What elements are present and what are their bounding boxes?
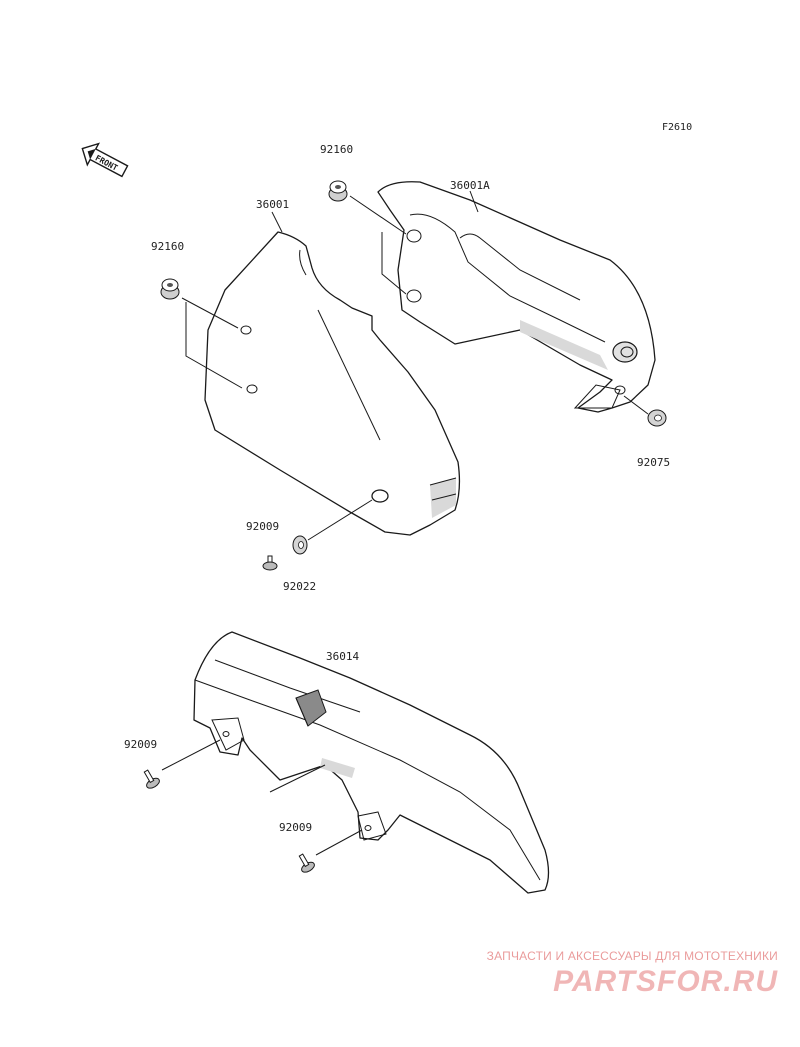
watermark-tagline: ЗАПЧАСТИ И АКСЕССУАРЫ ДЛЯ МОТОТЕХНИКИ — [486, 949, 778, 963]
label-92009-upper: 92009 — [246, 520, 279, 533]
watermark-brand: PARTSFOR.RU — [553, 965, 778, 998]
label-36001a: 36001A — [450, 179, 490, 192]
watermark: ЗАПЧАСТИ И АКСЕССУАРЫ ДЛЯ МОТОТЕХНИКИ PA… — [487, 949, 778, 999]
figure-code: F2610 — [662, 122, 692, 133]
grommet-92160-left — [160, 278, 180, 300]
label-36014: 36014 — [326, 650, 359, 663]
label-92075: 92075 — [637, 456, 670, 469]
label-92160-left: 92160 — [151, 240, 184, 253]
label-92009-left: 92009 — [124, 738, 157, 751]
label-92160-right: 92160 — [320, 143, 353, 156]
chain-guard-36014 — [193, 631, 550, 894]
label-92009-lower: 92009 — [279, 821, 312, 834]
collar-92075 — [647, 409, 667, 427]
grommet-92160-right — [328, 180, 348, 202]
side-cover-36001a — [377, 181, 656, 413]
washer-92022 — [292, 535, 308, 555]
label-92022: 92022 — [283, 580, 316, 593]
bolt-92009-upper — [262, 555, 278, 571]
bolt-92009-left — [143, 769, 160, 789]
side-cover-36001 — [204, 231, 461, 536]
bolt-92009-lower — [298, 853, 315, 873]
front-arrow-icon: FRONT — [81, 142, 129, 178]
label-36001: 36001 — [256, 198, 289, 211]
